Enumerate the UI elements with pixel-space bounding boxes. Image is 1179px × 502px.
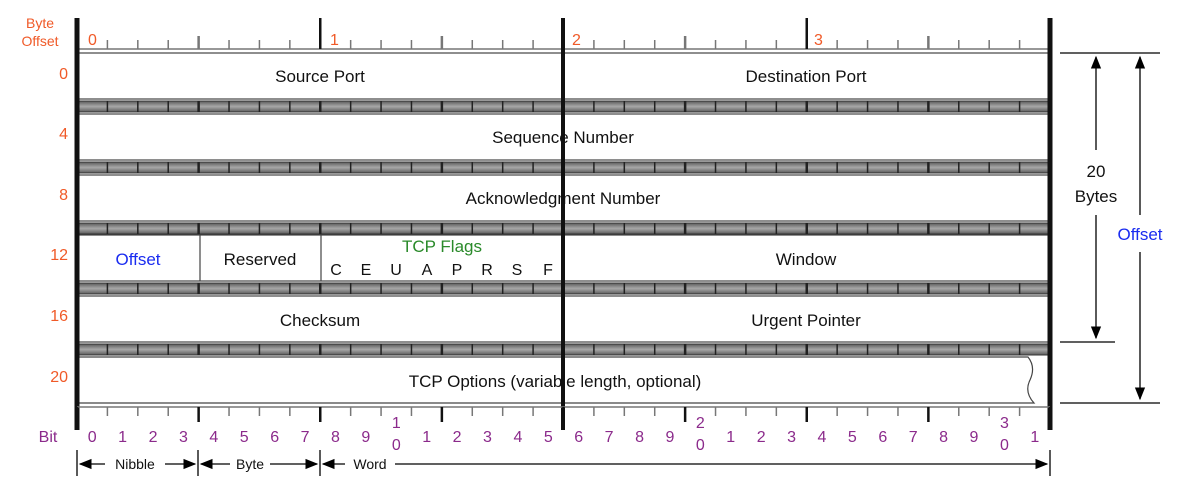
bit-number: 8 bbox=[635, 429, 644, 446]
row-offset-number: 8 bbox=[59, 187, 68, 204]
tcp-flag-letter: S bbox=[512, 262, 523, 279]
bit-number: 5 bbox=[848, 429, 857, 446]
bit-number: 2 bbox=[149, 429, 158, 446]
tcp-flag-letter: P bbox=[452, 262, 463, 279]
bit-label: Bit bbox=[39, 429, 58, 446]
bit-number: 1 bbox=[1030, 429, 1039, 446]
bit-number: 7 bbox=[909, 429, 918, 446]
bit-number: 2 bbox=[757, 429, 766, 446]
bit-number: 3 bbox=[1000, 415, 1009, 432]
bit-number: 8 bbox=[331, 429, 340, 446]
bit-number: 5 bbox=[544, 429, 553, 446]
field-urgent-pointer: Urgent Pointer bbox=[751, 311, 861, 330]
frame-lines bbox=[74, 18, 1053, 430]
bit-number: 1 bbox=[422, 429, 431, 446]
bit-number: 3 bbox=[179, 429, 188, 446]
row-offset-number: 12 bbox=[50, 247, 68, 264]
scale-indicators bbox=[76, 450, 1051, 476]
tcp-flag-letter: U bbox=[390, 262, 402, 279]
top-byte-number: 1 bbox=[330, 32, 339, 49]
offset-annotation: Offset bbox=[1117, 225, 1162, 244]
bit-number: 2 bbox=[696, 415, 705, 432]
bit-number: 8 bbox=[939, 429, 948, 446]
bit-number: 6 bbox=[878, 429, 887, 446]
bit-number: 0 bbox=[696, 437, 705, 454]
field-reserved: Reserved bbox=[224, 250, 297, 269]
field-tcp-options: TCP Options (variable length, optional) bbox=[409, 372, 702, 391]
field-data-offset: Offset bbox=[115, 250, 160, 269]
row-offset-number: 16 bbox=[50, 308, 68, 325]
top-byte-number: 0 bbox=[88, 32, 97, 49]
bit-number: 9 bbox=[665, 429, 674, 446]
field-sequence-number: Sequence Number bbox=[492, 128, 634, 147]
bit-number: 7 bbox=[605, 429, 614, 446]
bit-number: 3 bbox=[787, 429, 796, 446]
tcp-flag-letter: A bbox=[422, 262, 433, 279]
byte-offset-label: Offset bbox=[21, 33, 58, 49]
bit-number: 5 bbox=[240, 429, 249, 446]
bit-number: 9 bbox=[970, 429, 979, 446]
row-offset-number: 0 bbox=[59, 66, 68, 83]
bit-number: 0 bbox=[88, 429, 97, 446]
field-source-port: Source Port bbox=[275, 67, 365, 86]
header-size-unit: Bytes bbox=[1075, 187, 1118, 206]
right-annotations bbox=[1060, 52, 1160, 404]
bit-number: 3 bbox=[483, 429, 492, 446]
byte-offset-label: Byte bbox=[26, 15, 54, 31]
bit-number: 6 bbox=[270, 429, 279, 446]
nibble-label: Nibble bbox=[115, 456, 155, 472]
bit-number: 0 bbox=[1000, 437, 1009, 454]
bit-number: 1 bbox=[118, 429, 127, 446]
top-byte-number: 3 bbox=[814, 32, 823, 49]
bit-number: 4 bbox=[818, 429, 827, 446]
bit-number: 2 bbox=[453, 429, 462, 446]
byte-scale-label: Byte bbox=[236, 456, 264, 472]
bit-number: 7 bbox=[301, 429, 310, 446]
bit-number: 1 bbox=[392, 415, 401, 432]
bit-number: 0 bbox=[392, 437, 401, 454]
row-offset-number: 20 bbox=[50, 369, 68, 386]
field-window: Window bbox=[776, 250, 837, 269]
bit-number: 4 bbox=[209, 429, 218, 446]
tcp-flag-letter: E bbox=[361, 262, 372, 279]
tcp-flag-letter: C bbox=[330, 262, 342, 279]
field-acknowledgment-number: Acknowledgment Number bbox=[466, 189, 661, 208]
top-byte-number: 2 bbox=[572, 32, 581, 49]
field-checksum: Checksum bbox=[280, 311, 360, 330]
word-label: Word bbox=[353, 456, 386, 472]
bit-number: 6 bbox=[574, 429, 583, 446]
bit-number: 4 bbox=[513, 429, 522, 446]
header-size-number: 20 bbox=[1087, 162, 1106, 181]
tcp-flag-letter: R bbox=[481, 262, 493, 279]
options-row-box bbox=[77, 356, 1036, 404]
bit-number: 1 bbox=[726, 429, 735, 446]
bottom-ruler bbox=[75, 406, 1052, 422]
field-tcp-flags-title: TCP Flags bbox=[402, 237, 482, 256]
row-offset-number: 4 bbox=[59, 126, 68, 143]
tcp-flag-letter: F bbox=[543, 262, 553, 279]
field-destination-port: Destination Port bbox=[746, 67, 867, 86]
bit-number: 9 bbox=[361, 429, 370, 446]
